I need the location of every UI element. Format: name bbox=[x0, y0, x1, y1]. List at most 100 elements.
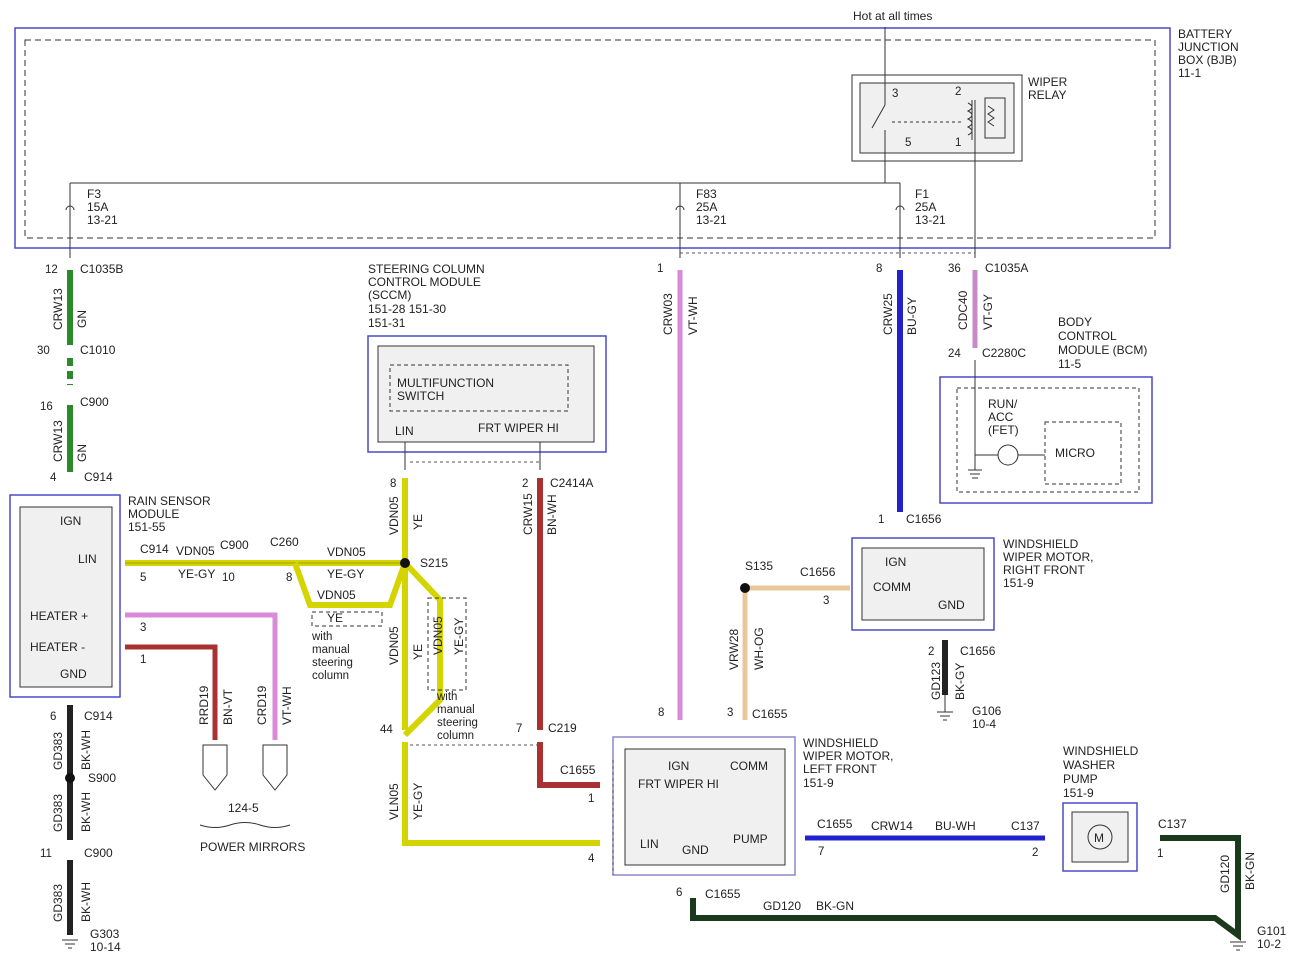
wire-crd19 bbox=[125, 612, 278, 740]
conn-c1656-b: C1656 bbox=[800, 565, 836, 579]
conn-c2280c: C2280C bbox=[982, 346, 1026, 360]
rain-pin-heater-minus: HEATER - bbox=[30, 640, 85, 654]
conn-c1656-a: C1656 bbox=[906, 512, 942, 526]
washer-label-1: WINDSHIELD bbox=[1063, 744, 1139, 758]
wire-label-bugy: BU-GY bbox=[905, 297, 919, 335]
wire-label-crw15: CRW15 bbox=[521, 493, 535, 535]
wire-label-vln05: VLN05 bbox=[387, 783, 401, 820]
wml-ref: 151-9 bbox=[803, 776, 834, 790]
wire-label-gn-b: GN bbox=[75, 444, 89, 462]
wire-label-yegy-b: YE-GY bbox=[327, 567, 364, 581]
bcm-ref: 11-5 bbox=[1058, 357, 1081, 371]
wire-label-crd19: CRD19 bbox=[255, 685, 269, 725]
wire-label-bkwh-a: BK-WH bbox=[79, 730, 93, 770]
bjb-inner bbox=[24, 39, 1156, 239]
f3-ref: 13-21 bbox=[87, 213, 118, 227]
conn-c260: C260 bbox=[270, 535, 299, 549]
washer-outer bbox=[1062, 802, 1138, 872]
pin-24: 24 bbox=[948, 348, 961, 360]
wire-label-vtgy: VT-GY bbox=[981, 294, 995, 330]
sccm-lin: LIN bbox=[395, 424, 414, 438]
wire-label-bnvt: BN-VT bbox=[221, 688, 235, 725]
pin-16: 16 bbox=[40, 401, 53, 413]
rain-sensor-inner bbox=[19, 506, 113, 688]
wire-label-gd383-a: GD383 bbox=[51, 732, 65, 770]
pin-2-c137: 2 bbox=[1032, 847, 1038, 859]
f83-amp: 25A bbox=[696, 200, 717, 214]
wire-label-bkwh-c: BK-WH bbox=[79, 882, 93, 922]
bcm-fet: (FET) bbox=[988, 423, 1019, 437]
conn-c2414a: C2414A bbox=[550, 476, 593, 490]
wmr-outer bbox=[851, 537, 995, 631]
conn-c1035a: C1035A bbox=[985, 261, 1028, 275]
rain-pin-ign: IGN bbox=[60, 514, 81, 528]
wml-label-2: WIPER MOTOR, bbox=[803, 749, 893, 763]
f3-name: F3 bbox=[87, 187, 101, 201]
wire-label-ye-c: YE bbox=[411, 644, 425, 660]
bjb-label-2: JUNCTION bbox=[1178, 40, 1239, 54]
pin-8-sccm: 8 bbox=[390, 478, 396, 490]
wire-label-gn-a: GN bbox=[75, 310, 89, 328]
washer-label-2: WASHER bbox=[1063, 758, 1116, 772]
manual-b-1: with bbox=[436, 691, 457, 703]
wml-label-1: WINDSHIELD bbox=[803, 736, 879, 750]
g303: G303 bbox=[90, 927, 120, 941]
pin-10: 10 bbox=[222, 572, 235, 584]
splice-s135-icon bbox=[740, 583, 750, 593]
ground-g101-icon bbox=[1230, 941, 1246, 951]
bcm-outer bbox=[939, 376, 1153, 504]
relay-label-1: WIPER bbox=[1028, 75, 1068, 89]
f83-ref: 13-21 bbox=[696, 213, 727, 227]
sccm-outer bbox=[367, 335, 607, 453]
manual-b-2: manual bbox=[437, 704, 475, 716]
wmr-inner bbox=[861, 547, 985, 621]
washer-label-3: PUMP bbox=[1063, 772, 1098, 786]
sccm-fwh: FRT WIPER HI bbox=[478, 421, 559, 435]
pin-3-heater: 3 bbox=[140, 622, 146, 634]
conn-c1010: C1010 bbox=[80, 343, 116, 357]
pin-8-c260: 8 bbox=[286, 572, 292, 584]
relay-label-2: RELAY bbox=[1028, 88, 1066, 102]
ground-g303-icon bbox=[62, 939, 78, 949]
wml-label-3: LEFT FRONT bbox=[803, 762, 877, 776]
fuse-f1-icon bbox=[895, 205, 905, 211]
wire-label-bkgn-b: BK-GN bbox=[1243, 852, 1257, 890]
rain-label-2: MODULE bbox=[128, 507, 179, 521]
conn-c914-c: C914 bbox=[84, 709, 113, 723]
wml-fwh: FRT WIPER HI bbox=[638, 777, 719, 791]
g101: G101 bbox=[1257, 924, 1287, 938]
wml-pump: PUMP bbox=[733, 832, 768, 846]
pin-4-lin: 4 bbox=[588, 853, 595, 865]
relay-pin-3: 3 bbox=[892, 88, 898, 100]
conn-c914-b: C914 bbox=[140, 542, 169, 556]
wire-label-buwh: BU-WH bbox=[935, 819, 976, 833]
manual-a-1: with bbox=[311, 631, 332, 643]
relay-coil-resistor-icon bbox=[984, 97, 1006, 139]
pin-30: 30 bbox=[37, 345, 50, 357]
pin-2-c1656: 2 bbox=[928, 646, 934, 658]
splice-s135: S135 bbox=[745, 559, 773, 573]
conn-c137-b: C137 bbox=[1158, 817, 1187, 831]
conn-c1655-b: C1655 bbox=[752, 707, 788, 721]
wire-label-vdn05-e: VDN05 bbox=[387, 626, 401, 665]
bjb-ref: 11-1 bbox=[1178, 66, 1201, 80]
conn-c914-a: C914 bbox=[84, 470, 113, 484]
mirror-connector-right-icon bbox=[262, 744, 288, 791]
rain-label-1: RAIN SENSOR bbox=[128, 494, 211, 508]
wire-label-crw13-a: CRW13 bbox=[51, 288, 65, 330]
pin-4: 4 bbox=[50, 472, 57, 484]
wire-label-yegy-a: YE-GY bbox=[178, 567, 215, 581]
wire-label-crw03: CRW03 bbox=[661, 293, 675, 335]
wire-label-vdn05-c: VDN05 bbox=[317, 588, 356, 602]
bcm-ground-icon bbox=[968, 469, 982, 479]
manual-b-3: steering bbox=[437, 717, 478, 729]
wire-crw15-b bbox=[537, 742, 600, 788]
relay-pin-2: 2 bbox=[955, 86, 961, 98]
conn-c1655-a: C1655 bbox=[560, 763, 596, 777]
conn-c900-b: C900 bbox=[220, 538, 249, 552]
conn-c1656-c: C1656 bbox=[960, 644, 996, 658]
pin-7-c219: 7 bbox=[516, 723, 522, 735]
pin-2-c2414a: 2 bbox=[522, 478, 528, 490]
pin-8-c1035a: 8 bbox=[876, 263, 882, 275]
